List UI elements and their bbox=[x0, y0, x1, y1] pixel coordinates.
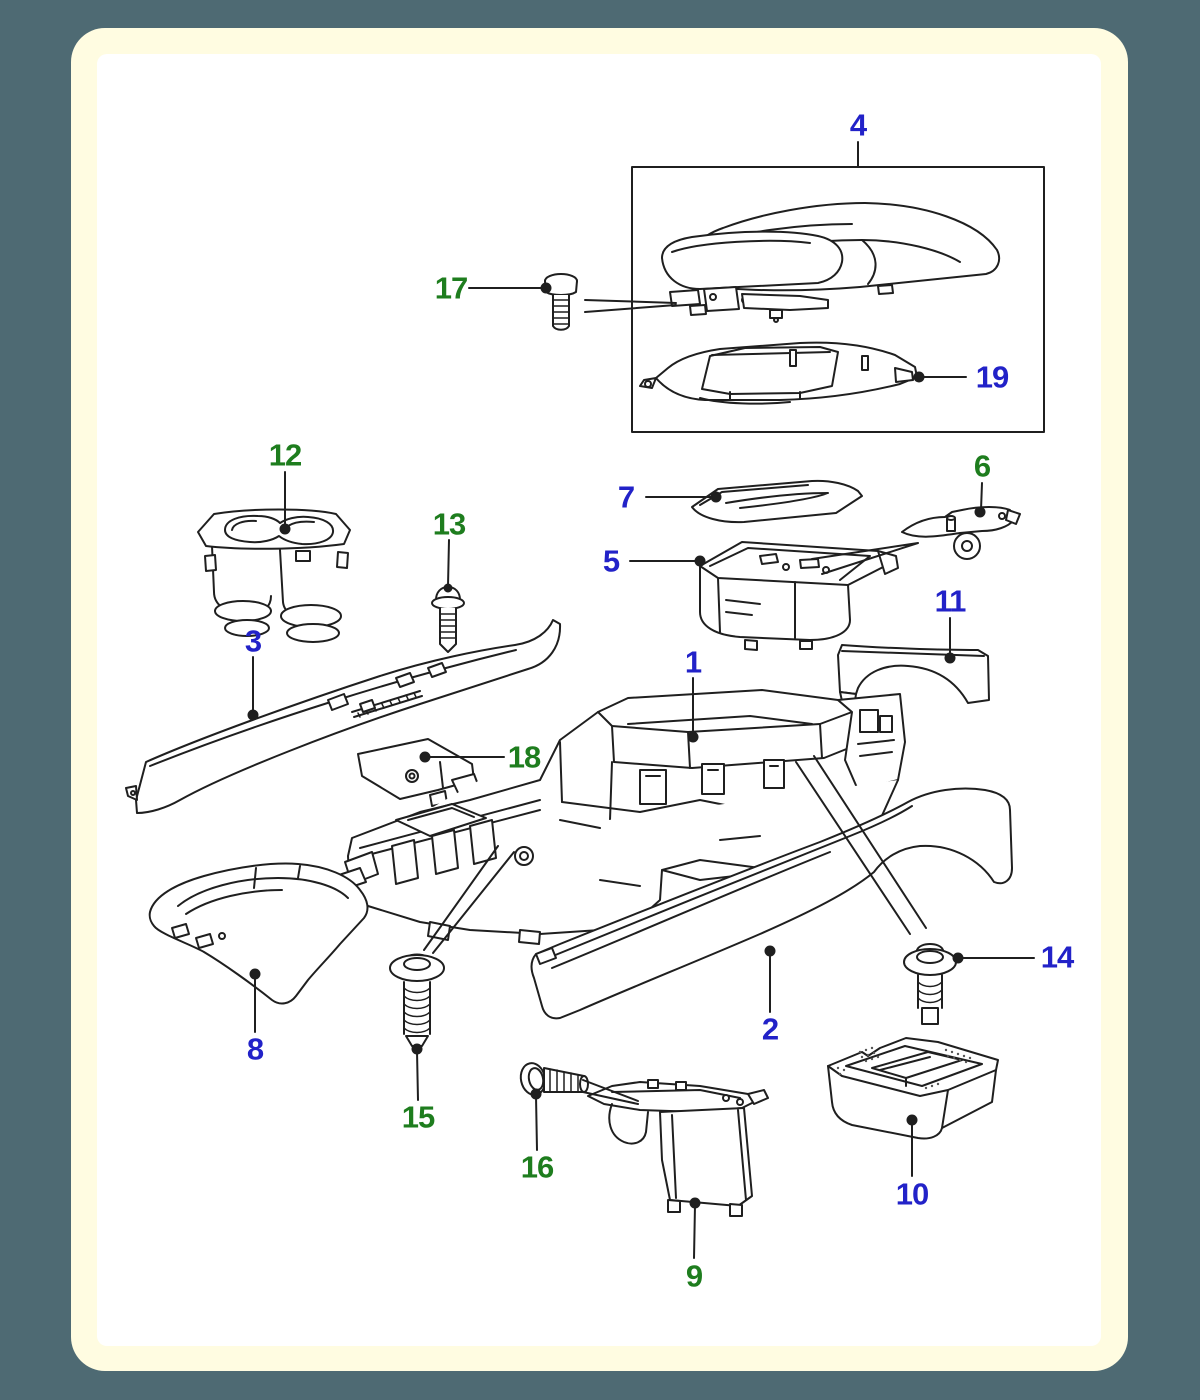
callout-16[interactable]: 16 bbox=[520, 1149, 554, 1185]
leader-5 bbox=[629, 555, 706, 567]
fan-lines-17 bbox=[584, 299, 677, 313]
leader-lines bbox=[247, 141, 1035, 1259]
screw-part16 bbox=[519, 1062, 589, 1096]
console-body-part1 bbox=[335, 689, 906, 945]
callout-6[interactable]: 6 bbox=[973, 448, 991, 484]
callout-13[interactable]: 13 bbox=[432, 506, 466, 542]
callout-8[interactable]: 8 bbox=[246, 1031, 264, 1067]
leader-6 bbox=[974, 482, 986, 518]
screw-part13 bbox=[431, 586, 465, 653]
callout-1[interactable]: 1 bbox=[684, 644, 702, 680]
fan-lines-6 bbox=[811, 542, 919, 575]
callout-14[interactable]: 14 bbox=[1040, 939, 1074, 975]
rear-finisher-part11 bbox=[837, 644, 990, 704]
stowage-lid-part7 bbox=[691, 479, 863, 524]
armrest-lid-part4 bbox=[661, 202, 1001, 323]
callout-9[interactable]: 9 bbox=[685, 1258, 703, 1294]
fan-lines-15 bbox=[423, 845, 515, 954]
stipple-texture bbox=[836, 1046, 972, 1090]
callout-12[interactable]: 12 bbox=[268, 437, 302, 473]
front-cover-part8 bbox=[148, 862, 369, 1005]
screw-part17 bbox=[544, 273, 578, 331]
latch-part6 bbox=[901, 506, 1021, 560]
leader-17 bbox=[468, 282, 552, 294]
leader-14 bbox=[952, 952, 1035, 964]
screw-part14 bbox=[903, 943, 957, 1025]
stowage-tray-part10 bbox=[827, 1037, 999, 1140]
leader-13 bbox=[443, 539, 453, 593]
front-trim-part3 bbox=[125, 619, 562, 814]
leader-12 bbox=[279, 471, 291, 535]
armrest-base-part19 bbox=[639, 341, 918, 405]
stowage-box-part5 bbox=[699, 541, 899, 651]
callout-17[interactable]: 17 bbox=[434, 270, 468, 306]
fan-lines-16 bbox=[582, 1079, 639, 1105]
leader-7 bbox=[645, 491, 722, 503]
leader-3 bbox=[247, 656, 259, 721]
fan-lines-14 bbox=[795, 755, 927, 935]
leader-10 bbox=[906, 1114, 918, 1177]
leader-18 bbox=[419, 751, 505, 763]
callout-7[interactable]: 7 bbox=[617, 479, 635, 515]
leader-9 bbox=[689, 1197, 701, 1259]
leader-19 bbox=[913, 371, 967, 383]
callout-10[interactable]: 10 bbox=[895, 1176, 929, 1212]
leader-11 bbox=[944, 617, 956, 664]
callout-11[interactable]: 11 bbox=[934, 583, 967, 619]
callout-19[interactable]: 19 bbox=[975, 359, 1009, 395]
duct-bracket-part9 bbox=[587, 1079, 769, 1217]
leader-8 bbox=[249, 968, 261, 1033]
callout-2[interactable]: 2 bbox=[761, 1011, 779, 1047]
callout-3[interactable]: 3 bbox=[244, 623, 262, 659]
callout-18[interactable]: 18 bbox=[507, 739, 541, 775]
leader-15 bbox=[411, 1043, 423, 1101]
callout-15[interactable]: 15 bbox=[401, 1099, 435, 1135]
screw-part15 bbox=[389, 953, 445, 1047]
leader-16 bbox=[530, 1088, 542, 1151]
leader-1 bbox=[687, 677, 699, 743]
inset-box-part4 bbox=[631, 166, 1045, 433]
callout-5[interactable]: 5 bbox=[602, 543, 620, 579]
leader-2 bbox=[764, 945, 776, 1013]
cupholder-part12 bbox=[197, 508, 351, 643]
callout-4[interactable]: 4 bbox=[849, 107, 867, 143]
